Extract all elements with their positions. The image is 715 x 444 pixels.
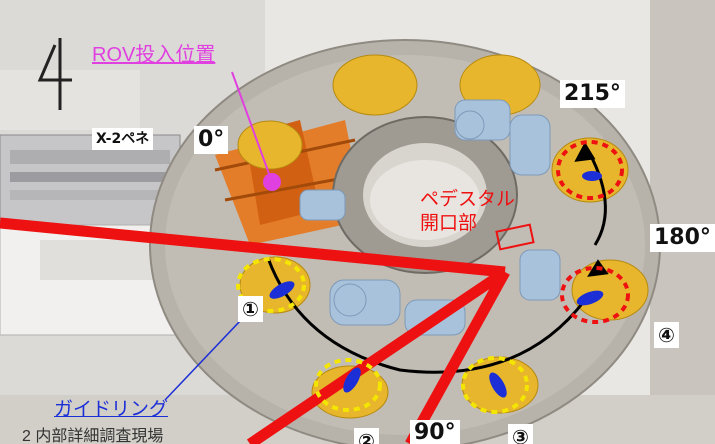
pedestal-opening-line2: 開口部 (420, 213, 478, 234)
pedestal-opening-box (495, 223, 535, 251)
angle-180-label: 180° (650, 224, 715, 252)
guide-ring-label: ガイドリング (54, 399, 169, 420)
footer-text: 2 内部詳細調査現場 (22, 428, 164, 444)
marker-3: ③ (508, 424, 533, 444)
blue-markers (269, 171, 604, 398)
rov-pointer (231, 71, 281, 191)
panel-number-mark (37, 38, 72, 110)
marker-4: ④ (654, 322, 679, 348)
red-lines (0, 217, 510, 444)
marker-1: ① (238, 296, 263, 322)
angle-0-label: 0° (194, 126, 229, 154)
angle-90-label: 90° (410, 420, 460, 444)
angle-215-label: 215° (560, 80, 625, 108)
penetration-label: X-2ペネ (92, 128, 154, 150)
dashed-circles-red (556, 140, 630, 324)
piping-models (299, 99, 561, 336)
dashed-circles-yellow (236, 257, 529, 414)
marker-2: ② (354, 428, 379, 444)
pedestal-opening-label: ペデスタル 開口部 (420, 188, 515, 236)
pedestal-opening-line1: ペデスタル (420, 189, 516, 210)
rov-label: ROV投入位置 (92, 44, 216, 66)
